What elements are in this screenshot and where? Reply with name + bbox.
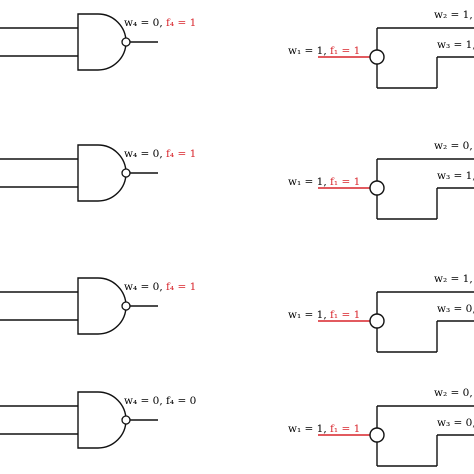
nand-gate-body — [77, 144, 127, 202]
top-label: w₂ = 1, . — [434, 273, 474, 285]
gate-label: w₄ = 0, f₄ = 0 — [124, 395, 196, 407]
input-label-weight: w₁ = 1, — [288, 309, 330, 321]
top-label: w₂ = 0, . — [434, 387, 474, 399]
gate-label: w₄ = 0, f₄ = 1 — [124, 17, 196, 29]
gate-label-output: f₄ = 1 — [166, 281, 196, 293]
input-label-output: f₁ = 1 — [330, 309, 360, 321]
mid-label: w₃ = 1, . — [437, 39, 474, 51]
gate-label: w₄ = 0, f₄ = 1 — [124, 281, 196, 293]
node-circle — [369, 180, 385, 196]
gate-label-weight: w₄ = 0, — [124, 17, 166, 29]
row-2 — [0, 144, 474, 220]
input-label-output: f₁ = 1 — [330, 45, 360, 57]
gate-label-output: f₄ = 0 — [166, 395, 196, 407]
row-4 — [0, 391, 474, 467]
node-circle — [369, 313, 385, 329]
nand-gate-body — [77, 391, 127, 449]
mid-label: w₃ = 1, . — [437, 170, 474, 182]
input-label: w₁ = 1, f₁ = 1 — [288, 423, 360, 435]
gate-label-weight: w₄ = 0, — [124, 148, 166, 160]
inverter-bubble — [121, 37, 131, 47]
input-label: w₁ = 1, f₁ = 1 — [288, 176, 360, 188]
gate-label-weight: w₄ = 0, — [124, 395, 166, 407]
inverter-bubble — [121, 415, 131, 425]
row-1 — [0, 13, 474, 89]
input-label-weight: w₁ = 1, — [288, 423, 330, 435]
gate-label-output: f₄ = 1 — [166, 17, 196, 29]
nand-gate-body — [77, 277, 127, 335]
gate-label: w₄ = 0, f₄ = 1 — [124, 148, 196, 160]
node-circle — [369, 427, 385, 443]
row-3 — [0, 277, 474, 353]
input-label: w₁ = 1, f₁ = 1 — [288, 309, 360, 321]
node-circle — [369, 49, 385, 65]
nand-gate-body — [77, 13, 127, 71]
inverter-bubble — [121, 301, 131, 311]
gate-label-weight: w₄ = 0, — [124, 281, 166, 293]
input-label-output: f₁ = 1 — [330, 423, 360, 435]
gate-label-output: f₄ = 1 — [166, 148, 196, 160]
mid-label: w₃ = 0, . — [437, 417, 474, 429]
input-label-weight: w₁ = 1, — [288, 45, 330, 57]
top-label: w₂ = 1, . — [434, 9, 474, 21]
inverter-bubble — [121, 168, 131, 178]
top-label: w₂ = 0, . — [434, 140, 474, 152]
input-label-output: f₁ = 1 — [330, 176, 360, 188]
mid-label: w₃ = 0, . — [437, 303, 474, 315]
input-label-weight: w₁ = 1, — [288, 176, 330, 188]
input-label: w₁ = 1, f₁ = 1 — [288, 45, 360, 57]
